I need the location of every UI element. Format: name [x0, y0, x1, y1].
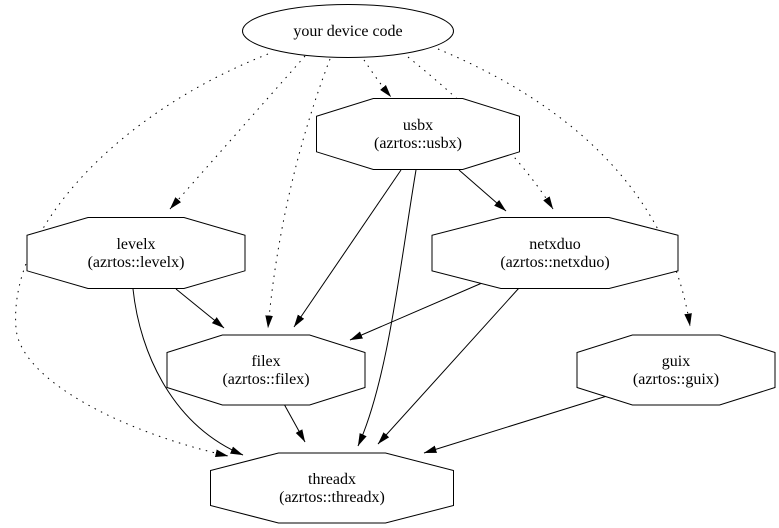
node-filex: filex(azrtos::filex)	[166, 334, 366, 406]
node-levelx: levelx(azrtos::levelx)	[26, 217, 246, 289]
nodes-layer: your device codeusbx(azrtos::usbx)levelx…	[26, 4, 776, 524]
device-label: your device code	[293, 23, 402, 40]
filex-octagon-shape	[166, 334, 366, 406]
levelx-sublabel: (azrtos::levelx)	[88, 254, 185, 271]
levelx-octagon-shape	[26, 217, 246, 289]
usbx-octagon-shape	[316, 98, 520, 170]
netxduo-octagon-shape	[431, 217, 679, 289]
edge-device-levelx	[169, 55, 306, 210]
edge-netxduo-filex	[349, 282, 483, 341]
edge-levelx-threadx	[132, 288, 244, 456]
edge-usbx-filex	[293, 169, 402, 328]
edge-filex-threadx	[283, 403, 306, 443]
guix-octagon-shape	[576, 334, 776, 406]
edge-guix-threadx	[423, 395, 608, 454]
filex-label: filex	[251, 353, 280, 370]
threadx-sublabel: (azrtos::threadx)	[279, 489, 385, 506]
node-device: your device code	[242, 4, 454, 58]
filex-sublabel: (azrtos::filex)	[222, 371, 309, 388]
edge-device-guix	[437, 48, 692, 327]
usbx-sublabel: (azrtos::usbx)	[374, 135, 462, 152]
threadx-octagon-shape	[210, 452, 454, 524]
usbx-label: usbx	[403, 117, 433, 134]
edge-usbx-threadx	[357, 169, 417, 447]
edge-levelx-filex	[175, 288, 225, 329]
edge-device-usbx	[363, 59, 392, 98]
node-threadx: threadx(azrtos::threadx)	[210, 452, 454, 524]
edge-usbx-netxduo	[458, 169, 507, 212]
threadx-label: threadx	[308, 471, 356, 488]
netxduo-sublabel: (azrtos::netxduo)	[500, 254, 609, 271]
guix-sublabel: (azrtos::guix)	[633, 371, 719, 388]
edges-layer	[15, 48, 692, 457]
edge-device-filex	[265, 58, 331, 329]
guix-label: guix	[662, 353, 690, 370]
netxduo-label: netxduo	[529, 236, 581, 253]
node-guix: guix(azrtos::guix)	[576, 334, 776, 406]
node-usbx: usbx(azrtos::usbx)	[316, 98, 520, 170]
node-netxduo: netxduo(azrtos::netxduo)	[431, 217, 679, 289]
device-ellipse-shape	[242, 4, 454, 58]
edge-netxduo-threadx	[377, 287, 520, 445]
levelx-label: levelx	[116, 236, 155, 253]
